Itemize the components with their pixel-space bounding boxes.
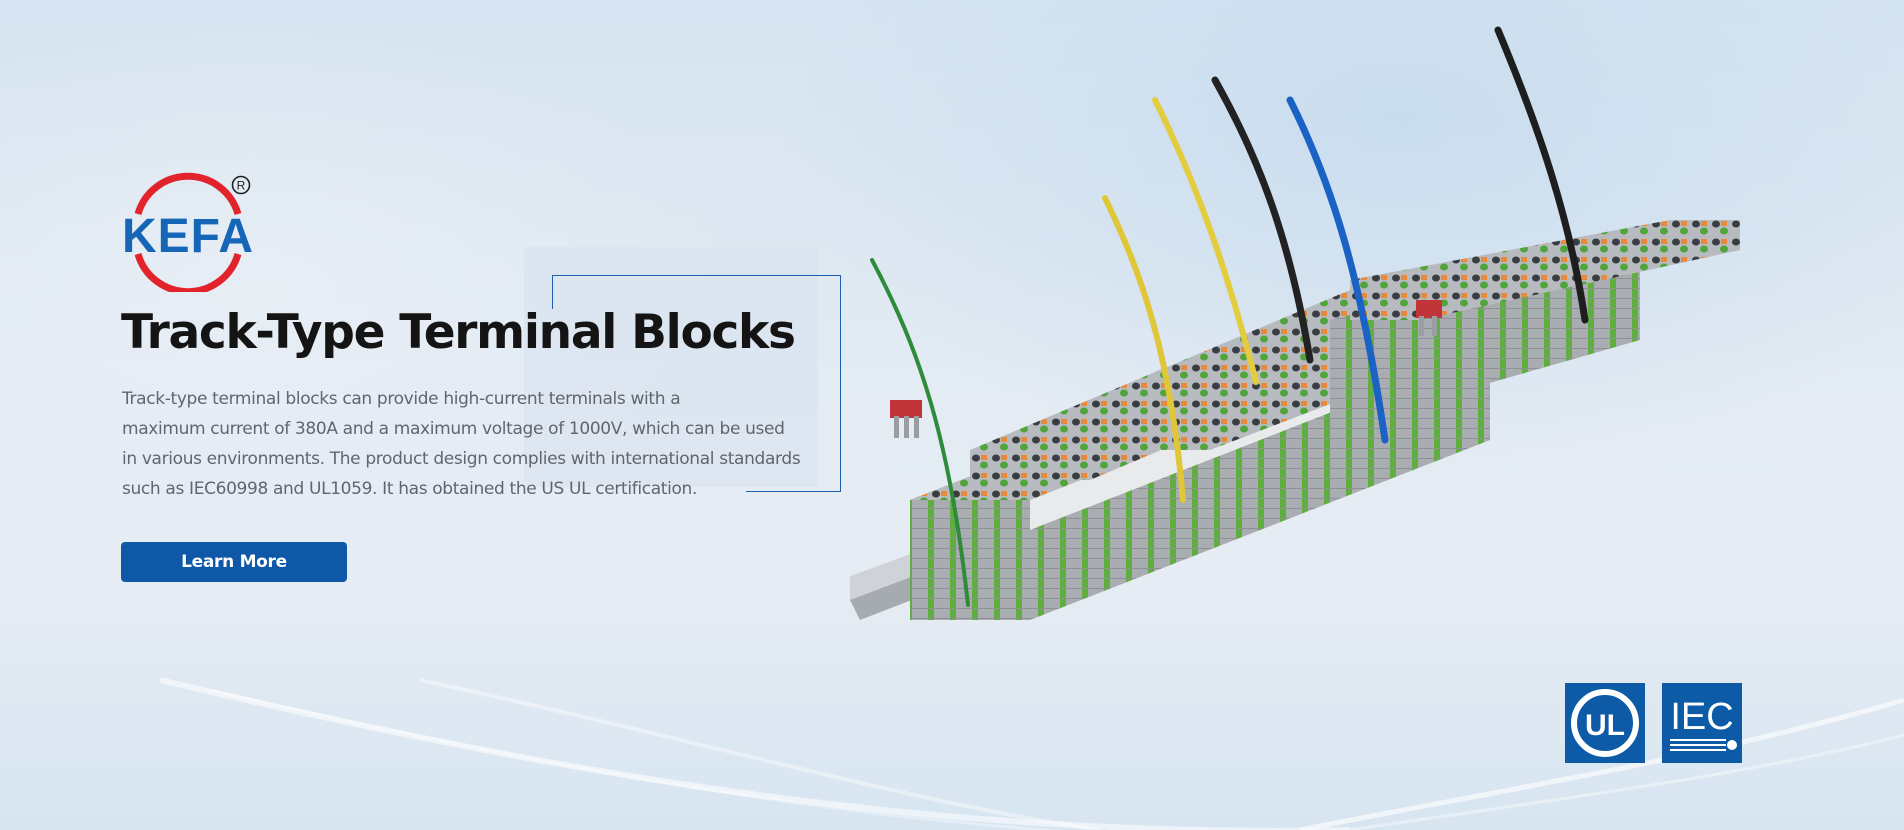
frame-line-right <box>840 275 841 492</box>
kefa-logo-icon: KEFA R <box>122 172 254 296</box>
learn-more-button[interactable]: Learn More <box>121 542 347 582</box>
ul-certification-badge: UL <box>1565 683 1645 763</box>
svg-text:R: R <box>237 179 246 193</box>
jumper-bridges <box>890 300 1442 438</box>
terminal-blocks-product-image <box>850 26 1740 620</box>
ul-certification-icon: UL <box>1571 689 1639 757</box>
iec-certification-badge: IEC <box>1662 683 1742 763</box>
hero-description: Track-type terminal blocks can provide h… <box>122 384 842 504</box>
frame-line-top <box>552 275 841 276</box>
frame-line-left <box>552 275 553 309</box>
wires <box>870 26 1589 607</box>
description-line: Track-type terminal blocks can provide h… <box>122 389 681 409</box>
frame-shade <box>524 247 818 487</box>
hero-title: Track-Type Terminal Blocks <box>121 305 796 360</box>
svg-text:UL: UL <box>1585 709 1625 742</box>
svg-text:IEC: IEC <box>1670 696 1733 738</box>
terminal-block-stack <box>910 220 1740 620</box>
iec-certification-icon: IEC <box>1670 696 1737 751</box>
description-line: maximum current of 380A and a maximum vo… <box>122 419 785 439</box>
kefa-logo[interactable]: KEFA R <box>118 172 258 296</box>
svg-text:KEFA: KEFA <box>122 210 254 263</box>
description-line: in various environments. The product des… <box>122 449 801 469</box>
frame-line-bottom <box>746 491 841 492</box>
description-line: such as IEC60998 and UL1059. It has obta… <box>122 479 698 499</box>
